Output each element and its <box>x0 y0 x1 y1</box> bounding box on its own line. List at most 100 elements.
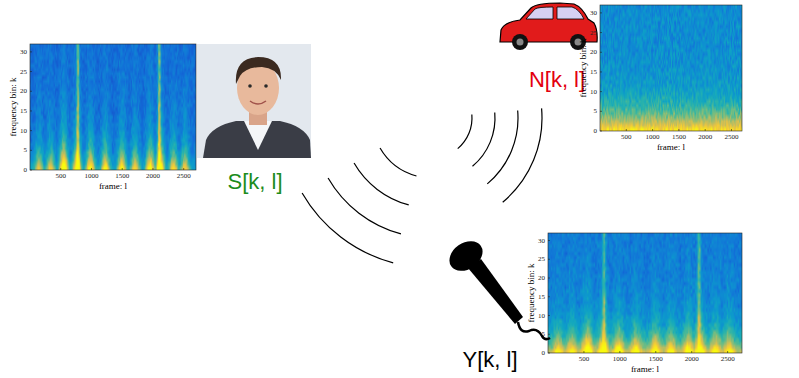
tick-mark <box>548 259 550 260</box>
axis-label: frequency bin: k <box>527 264 536 323</box>
tick-label: 15 <box>590 68 597 75</box>
tick-label: 0 <box>24 167 28 174</box>
tick-mark <box>705 129 706 131</box>
mic-head <box>444 235 488 277</box>
photo-background <box>197 44 311 158</box>
axis-label: frequency bin: k <box>9 78 18 137</box>
tick-label: 1500 <box>649 356 663 363</box>
tick-mark <box>548 334 550 335</box>
tick-label: 25 <box>538 256 545 263</box>
tick-mark <box>600 32 602 33</box>
tick-mark <box>30 71 32 72</box>
signal-symbol: N[k, l] <box>529 69 585 91</box>
tick-label: 0 <box>542 350 546 357</box>
tick-mark <box>30 110 32 111</box>
wave-arc <box>458 115 472 149</box>
speaker-photo <box>197 44 311 158</box>
tick-label: 1000 <box>84 173 98 180</box>
tick-mark <box>30 51 32 52</box>
tick-mark <box>600 52 602 53</box>
tick-label: 10 <box>20 127 27 134</box>
tick-mark <box>600 91 602 92</box>
axis-label: frame: l <box>99 182 127 191</box>
hair <box>236 57 281 84</box>
tick-label: 10 <box>590 88 597 95</box>
tick-label: 2500 <box>177 173 191 180</box>
tick-mark <box>548 353 550 354</box>
tick-mark <box>548 315 550 316</box>
tick-mark <box>727 351 728 353</box>
tick-mark <box>30 130 32 131</box>
axis-label: frame: l <box>631 365 659 374</box>
tick-mark <box>583 351 584 353</box>
car-window <box>557 7 584 19</box>
eye <box>248 84 252 88</box>
plot-frame <box>548 233 742 353</box>
tick-label: 30 <box>538 237 545 244</box>
tick-label: 25 <box>590 29 597 36</box>
tick-mark <box>600 12 602 13</box>
microphone-icon <box>444 235 550 339</box>
suit <box>203 121 311 158</box>
tick-label: 30 <box>20 48 27 55</box>
axis-label: frame: l <box>657 143 685 152</box>
shirt <box>244 121 272 150</box>
tick-label: 2000 <box>146 173 160 180</box>
tick-mark <box>619 351 620 353</box>
tick-label: 15 <box>538 293 545 300</box>
tick-mark <box>152 168 153 170</box>
tick-mark <box>548 296 550 297</box>
tick-mark <box>626 129 627 131</box>
spectrogram-image <box>548 233 742 353</box>
signal-symbol: Y[k, l] <box>462 349 517 371</box>
wave-arc <box>302 193 393 263</box>
car-window <box>526 7 553 19</box>
tick-label: 5 <box>24 147 28 154</box>
tick-label: 2000 <box>685 356 699 363</box>
tick-mark <box>652 129 653 131</box>
tick-mark <box>600 131 602 132</box>
spectrogram-image <box>600 5 742 131</box>
tick-label: 1500 <box>115 173 129 180</box>
tick-mark <box>30 170 32 171</box>
tick-label: 500 <box>621 134 632 141</box>
axis-label: frequency bin: k <box>579 39 588 98</box>
wave-arc <box>472 113 495 167</box>
tick-label: 2500 <box>724 134 738 141</box>
tick-mark <box>731 129 732 131</box>
tick-label: 5 <box>594 108 598 115</box>
spectrogram <box>30 44 196 170</box>
tick-label: 500 <box>579 356 590 363</box>
sound-waves <box>302 108 542 262</box>
tick-label: 10 <box>538 312 545 319</box>
plot-frame <box>30 44 196 170</box>
tick-mark <box>691 351 692 353</box>
plot-frame <box>600 5 742 131</box>
wave-arc <box>487 111 518 184</box>
tick-label: 15 <box>20 107 27 114</box>
tick-mark <box>678 129 679 131</box>
mic-cable <box>518 322 550 339</box>
tick-label: 1500 <box>672 134 686 141</box>
tick-mark <box>600 111 602 112</box>
tick-label: 1000 <box>646 134 660 141</box>
tick-mark <box>548 278 550 279</box>
spectrogram-image <box>30 44 196 170</box>
tick-label: 2500 <box>721 356 735 363</box>
tick-label: 500 <box>55 173 66 180</box>
tick-label: 30 <box>590 9 597 16</box>
tick-mark <box>548 240 550 241</box>
tick-mark <box>91 168 92 170</box>
tick-mark <box>655 351 656 353</box>
tick-label: 25 <box>20 68 27 75</box>
tick-label: 20 <box>538 275 545 282</box>
mic-handle <box>468 259 523 324</box>
wave-arc <box>354 163 409 205</box>
tick-label: 2000 <box>698 134 712 141</box>
eye <box>264 84 268 88</box>
mouth <box>250 101 266 104</box>
tick-mark <box>60 168 61 170</box>
tick-mark <box>30 91 32 92</box>
spectrogram <box>548 233 742 353</box>
signal-symbol: S[k, l] <box>227 171 282 193</box>
